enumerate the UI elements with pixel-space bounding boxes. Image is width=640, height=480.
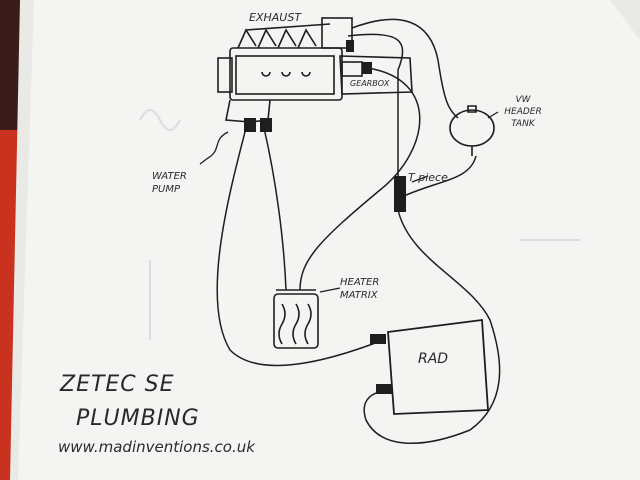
website-url: www.madinventions.co.uk bbox=[58, 438, 255, 456]
show-through-marks bbox=[139, 109, 580, 340]
gearbox-label: GEARBOX bbox=[350, 79, 390, 88]
diagram-title-line1: ZETEC SE bbox=[60, 372, 175, 397]
exhaust-label: EXHAUST bbox=[249, 11, 302, 24]
heater-matrix-label: HEATER MATRIX bbox=[340, 277, 380, 301]
heater-matrix bbox=[273, 289, 319, 349]
radiator-label: RAD bbox=[418, 351, 449, 367]
t-piece-label: T piece bbox=[408, 171, 448, 184]
water-pump-label: WATER PUMP bbox=[152, 171, 187, 195]
diagram-title-line2: PLUMBING bbox=[76, 406, 200, 431]
header-tank-label: VW HEADER TANK bbox=[504, 95, 542, 129]
leader-lines bbox=[199, 111, 499, 293]
coolant-hoses bbox=[216, 18, 501, 445]
hose-clips bbox=[244, 40, 406, 394]
header-tank bbox=[449, 105, 495, 156]
